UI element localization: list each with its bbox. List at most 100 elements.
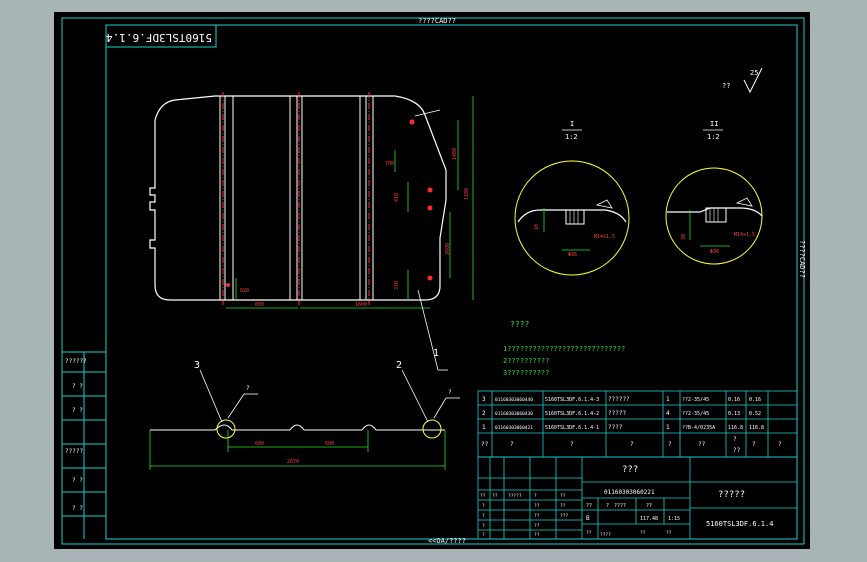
- part-cell: 5160TSL3DF.6.1.4-2: [545, 411, 599, 417]
- part-cell: 116.8: [728, 425, 743, 431]
- title-mid-cell: ?: [606, 503, 609, 509]
- drawing-frame: [61, 17, 805, 545]
- part-cell: ????: [608, 424, 623, 431]
- callout-3: 3: [194, 360, 200, 371]
- part-cell: 5160TSL3DF.6.1.4-1: [545, 425, 599, 431]
- title-block: ??? ????? 01160303060221 5160TSL3DF.6.1.…: [477, 456, 798, 540]
- title-small-cell: ???: [560, 513, 568, 519]
- plan-dim-2600: 2600: [445, 243, 451, 255]
- roughness-value: 25: [750, 69, 758, 77]
- part-cell: 4: [666, 410, 670, 417]
- part-cell: 2: [482, 410, 486, 417]
- title-row-label: ?: [534, 493, 537, 499]
- plan-view: 600 1600 700 418 370 1100 1400 2600 620 …: [149, 92, 474, 371]
- detail-II-scale: 1:2: [707, 133, 720, 141]
- detail-I-label: I: [570, 120, 574, 128]
- title-weight: 117.48: [640, 516, 658, 522]
- part-cell: 0.16: [749, 397, 761, 403]
- section-view: 600 600 2670 3 2 ? ?: [149, 360, 460, 470]
- part-header-cell: ??: [481, 441, 489, 448]
- title-mid-cell: ????: [614, 503, 626, 509]
- left-strip-label: ? ?: [72, 477, 83, 484]
- part-header-cell: ?: [510, 441, 514, 448]
- notes-line-1: 1????????????????????????????: [503, 345, 625, 353]
- frame-bottom-label: <<OA/????: [428, 537, 466, 545]
- left-strip-label: ??????: [65, 358, 87, 365]
- title-small-cell: ??: [666, 530, 672, 536]
- part-cell: 5160TSL3DF.6.1.4-3: [545, 397, 599, 403]
- title-row-label: ????: [600, 532, 611, 538]
- detail-I-dim-left: 10: [534, 224, 540, 230]
- title-company: ?????: [718, 490, 745, 500]
- part-cell: ??B-4/0235A: [682, 425, 715, 431]
- part-cell: ??????: [608, 396, 630, 403]
- title-stage: B: [586, 515, 590, 522]
- detail-I-dim-width: Φ36: [568, 252, 577, 258]
- detail-II: II 1:2 30 Φ36 M14x1.5: [665, 120, 763, 265]
- plan-dim-418: 418: [394, 193, 400, 202]
- title-row-label: ?: [482, 523, 485, 529]
- title-small-cell: ??: [534, 503, 540, 509]
- part-cell: ??2-35/45: [682, 397, 709, 403]
- title-name: ???: [622, 465, 638, 475]
- left-strip: ?????? ? ? ? ? ????? ? ? ? ?: [65, 358, 87, 512]
- drawing-sheet: [54, 12, 810, 549]
- title-small-cell: ??: [640, 530, 646, 536]
- title-row-label: ?: [482, 513, 485, 519]
- technical-notes: ???? 1???????????????????????????? 2????…: [503, 320, 625, 377]
- part-header-cell: ??: [698, 441, 706, 448]
- roughness-symbol: ?? 25: [722, 67, 763, 94]
- callout-1: 1: [433, 348, 439, 359]
- drawing-code-box: [105, 24, 217, 48]
- plan-dim-700: 700: [385, 161, 394, 167]
- title-drawing-no: 5160TSL3DF.6.1.4: [706, 520, 773, 528]
- detail-II-label: II: [710, 120, 718, 128]
- title-small-cell: ??: [560, 503, 566, 509]
- title-small-cell: ??: [534, 513, 540, 519]
- part-cell: ?????: [608, 410, 626, 417]
- frame-top-label: ????CAD??: [418, 17, 456, 25]
- part-cell: ??2-35/45: [682, 411, 709, 417]
- detail-I-thread: M14x1.5: [594, 234, 615, 240]
- plan-dim-370: 370: [394, 281, 400, 290]
- part-header-cell: ?: [778, 441, 782, 448]
- part-cell: 1: [666, 424, 670, 431]
- detail-II-thread: M14x1.5: [734, 232, 755, 238]
- part-cell: 3: [482, 396, 486, 403]
- drawing-code-mirrored: 5160TSL3DF.6.1.4: [106, 31, 212, 44]
- title-row-label: ?: [482, 532, 485, 538]
- title-small-cell: ??: [586, 530, 592, 536]
- part-cell: 116.8: [749, 425, 764, 431]
- title-mid-cell: ??: [646, 503, 652, 509]
- part-header-cell: ?: [668, 441, 672, 448]
- plan-dim-1400: 1400: [452, 148, 458, 160]
- title-mid-cell: ??: [586, 503, 592, 509]
- part-header-cell: ??: [733, 447, 741, 454]
- title-row-label: ?????: [508, 493, 522, 499]
- callout-2: 2: [396, 360, 402, 371]
- plan-dim-1600: 1600: [355, 302, 367, 308]
- section-dim-600a: 600: [255, 441, 264, 447]
- part-cell: 1: [666, 396, 670, 403]
- notes-title: ????: [510, 320, 529, 329]
- detail-II-dim-left: 30: [681, 234, 687, 240]
- left-strip-label: ? ?: [72, 505, 83, 512]
- frame-right-label: ????CAD??: [798, 240, 806, 278]
- left-strip-label: ? ?: [72, 407, 83, 414]
- plan-dim-620: 620: [240, 288, 249, 294]
- part-header-cell: ?: [570, 441, 574, 448]
- title-row-label: ??: [492, 493, 498, 499]
- parts-table: 3 01160303060440 5160TSL3DF.6.1.4-3 ????…: [477, 390, 798, 458]
- title-small-cell: ??: [534, 532, 540, 538]
- roughness-note: ??: [722, 82, 730, 90]
- part-header-cell: ?: [630, 441, 634, 448]
- part-cell: 0.52: [749, 411, 761, 417]
- callout-q-left: ?: [246, 385, 250, 392]
- part-cell: 01160303060421: [495, 425, 533, 431]
- notes-line-3: 3??????????: [503, 369, 549, 377]
- left-strip-label: ?????: [65, 448, 83, 455]
- title-row-label: ??: [560, 493, 566, 499]
- section-dim-total: 2670: [287, 459, 299, 465]
- title-row-label: ?: [482, 503, 485, 509]
